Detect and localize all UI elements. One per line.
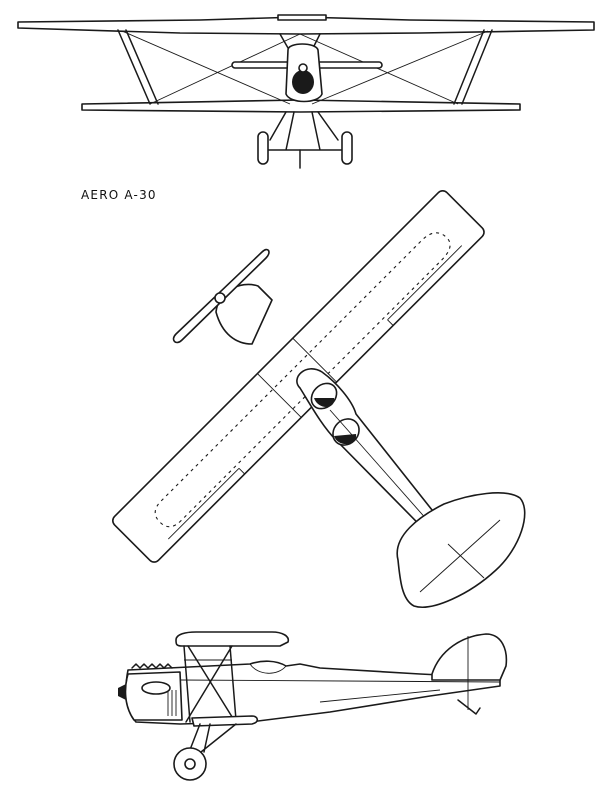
side-fin-rudder bbox=[431, 633, 508, 681]
front-engine-cowling bbox=[292, 70, 314, 94]
front-right-wheel bbox=[341, 131, 353, 165]
side-upper-wing bbox=[175, 631, 290, 647]
plan-tailplane bbox=[396, 492, 526, 608]
side-exhaust bbox=[141, 681, 171, 695]
side-lower-wing bbox=[191, 715, 259, 727]
front-view bbox=[17, 14, 595, 169]
side-view bbox=[118, 631, 508, 781]
front-left-wheel bbox=[257, 131, 269, 165]
side-propeller bbox=[118, 684, 126, 700]
plan-view bbox=[112, 190, 526, 608]
front-center-section bbox=[277, 14, 327, 21]
side-engine-cowling bbox=[124, 671, 183, 721]
aircraft-caption: AERO A-30 bbox=[81, 188, 157, 202]
